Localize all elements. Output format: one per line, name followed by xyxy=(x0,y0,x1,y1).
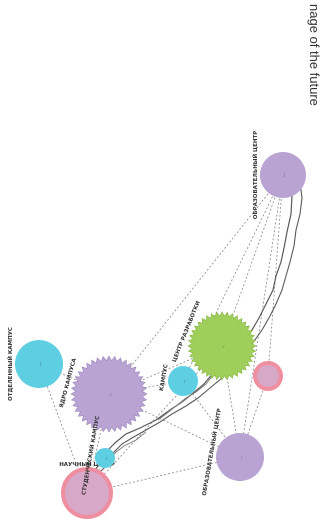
link-edu-top-small-pink xyxy=(267,174,284,377)
node-text: ... xyxy=(37,362,42,366)
node-text: ... xyxy=(281,173,286,177)
node-edu-bottom: ОБРАЗОВАТЕЛЬНЫЙ ЦЕНТР... xyxy=(200,408,264,496)
node-shape xyxy=(168,366,198,396)
node-shape xyxy=(61,467,113,519)
link-branch-campus-hub xyxy=(38,363,88,494)
node-label: ОТДЕЛЕННЫЙ КАМПУС xyxy=(6,327,14,401)
node-label: ОБРАЗОВАТЕЛЬНЫЙ ЦЕНТР xyxy=(251,131,259,220)
node-branch-campus: ОТДЕЛЕННЫЙ КАМПУС... xyxy=(6,327,63,401)
node-small-pink xyxy=(253,361,283,391)
link-dev-center-hub xyxy=(86,345,223,494)
node-shape xyxy=(260,152,306,198)
node-shape xyxy=(70,355,148,433)
caption-text: nage of the future xyxy=(307,4,322,106)
caption-vertical: nage of the future xyxy=(305,4,325,164)
node-text: ... xyxy=(219,343,225,348)
node-core-campus: ЯДРО КАМПУСА... xyxy=(59,355,148,433)
node-campus: КАМПУС... xyxy=(159,364,198,396)
node-text: ... xyxy=(103,456,109,461)
node-shape xyxy=(95,448,115,468)
link-edu-top-edu-bottom xyxy=(239,174,284,458)
node-edu-top: ОБРАЗОВАТЕЛЬНЫЙ ЦЕНТР... xyxy=(251,131,306,220)
node-shape xyxy=(253,361,283,391)
node-hub: НАУЧНЫЙ ЦЕНТР xyxy=(59,460,115,519)
node-text: ... xyxy=(238,455,244,460)
node-shape xyxy=(15,340,63,388)
nodes-layer: ОБРАЗОВАТЕЛЬНЫЙ ЦЕНТР...ЦЕНТР РАЗРАБОТКИ… xyxy=(6,131,306,519)
node-label: КАМПУС xyxy=(159,364,170,392)
node-text: ... xyxy=(181,379,187,384)
link-edu-top-core-campus xyxy=(108,174,284,395)
node-shape xyxy=(187,311,257,381)
node-shape xyxy=(216,433,264,481)
node-label: НАУЧНЫЙ ЦЕНТР xyxy=(59,460,115,468)
node-text: ... xyxy=(107,392,113,397)
